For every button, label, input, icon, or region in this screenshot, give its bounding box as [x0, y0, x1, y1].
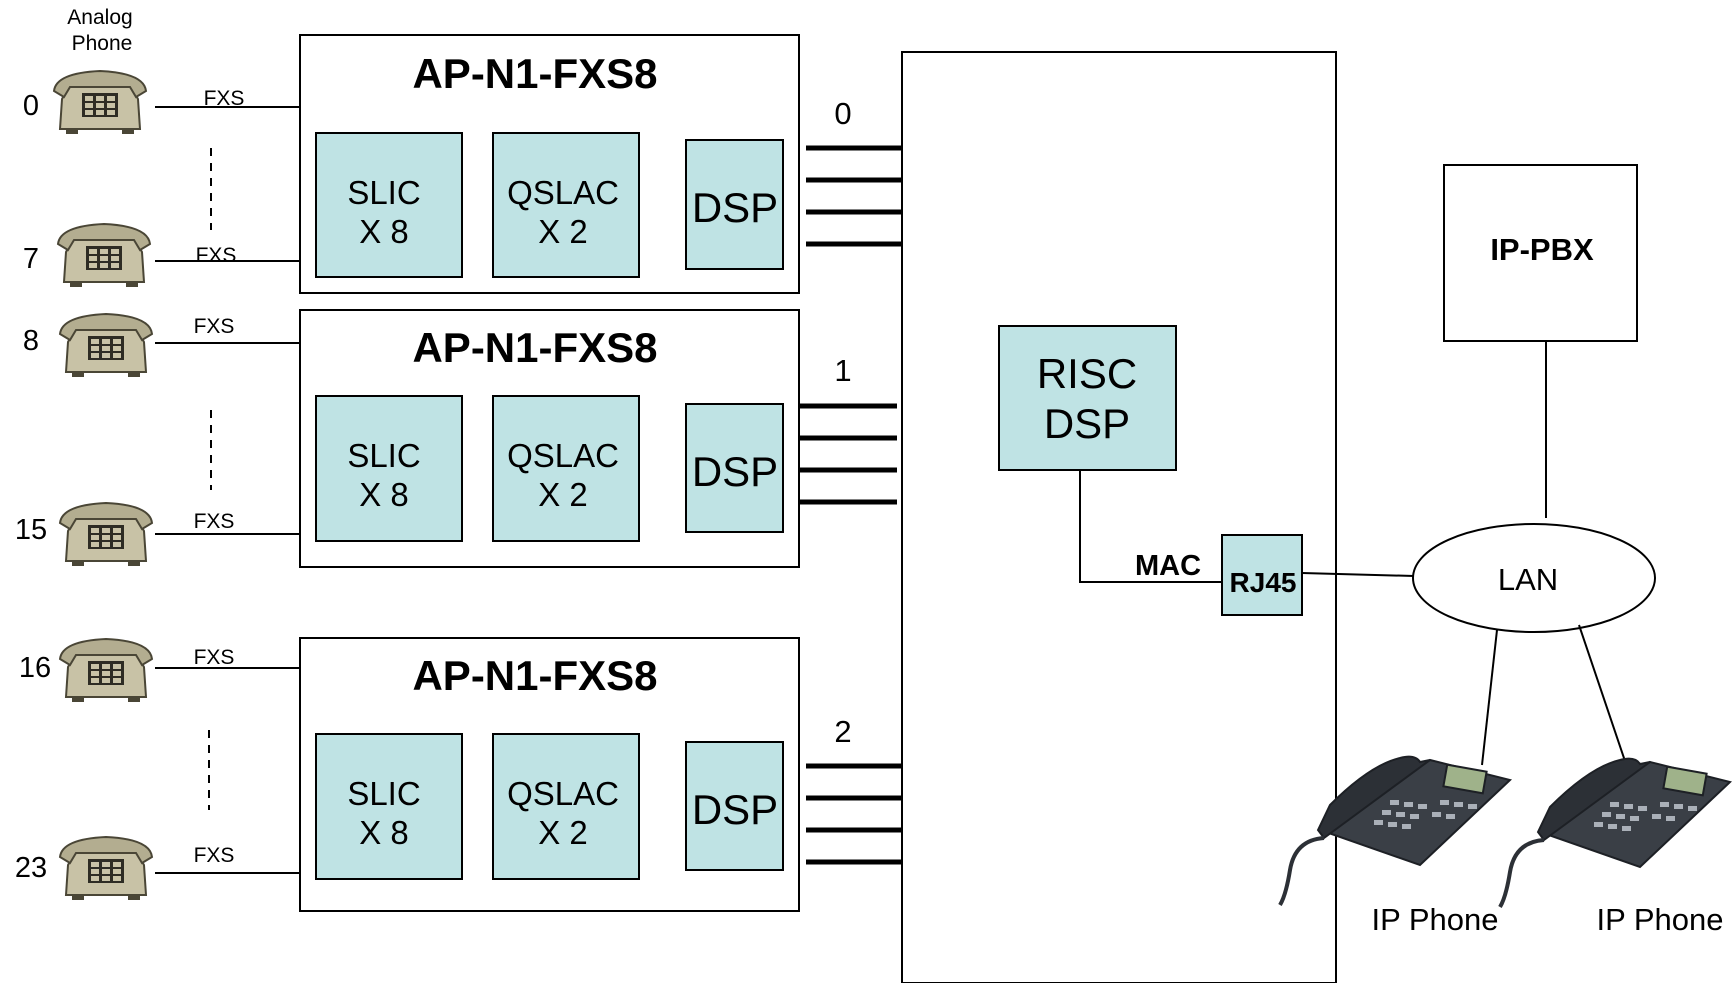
dsp-label: DSP	[1044, 400, 1130, 447]
fxs-label-15: FXS	[194, 510, 235, 533]
rj45-port	[1221, 534, 1303, 616]
module-0-qslac-chip	[492, 132, 640, 278]
module-2-slic-label: SLIC	[347, 775, 420, 812]
module-0-qslac-label: QSLAC	[507, 174, 619, 211]
module-1-slic-count: X 8	[359, 476, 409, 513]
ip-pbx-box	[1443, 164, 1638, 342]
lan-phone-2-line	[1578, 624, 1628, 768]
module-2-qslac-label: QSLAC	[507, 775, 619, 812]
ip-pbx-label: IP-PBX	[1490, 232, 1594, 267]
module-1-dsp-chip	[685, 403, 784, 533]
analog-phone-icon	[59, 836, 153, 901]
module-2-dsp-chip	[685, 741, 784, 871]
rj45-label: RJ45	[1230, 567, 1297, 598]
module-1-slic-label: SLIC	[347, 437, 420, 474]
bus-2-label: 2	[834, 714, 851, 749]
module-1: AP-N1-FXS8 SLIC X 8 QSLAC X 2 DSP 1	[299, 309, 897, 568]
bus-0-label: 0	[834, 96, 851, 131]
analog-phone-label-line1: Analog	[67, 6, 132, 29]
fxs-label-7: FXS	[196, 244, 237, 267]
module-1-slic-chip	[315, 395, 463, 542]
fxs-label-23: FXS	[194, 844, 235, 867]
module-1-qslac-label: QSLAC	[507, 437, 619, 474]
module-2-slic-chip	[315, 733, 463, 880]
module-0-qslac-count: X 2	[538, 213, 588, 250]
module-0-slic-chip	[315, 132, 463, 278]
module-1-dsp-label: DSP	[692, 448, 778, 495]
module-1-qslac-chip	[492, 395, 640, 542]
module-2-title: AP-N1-FXS8	[412, 652, 657, 699]
fxs-label-8: FXS	[194, 315, 235, 338]
lan-label: LAN	[1498, 562, 1558, 597]
analog-phone-icon	[53, 70, 147, 135]
mac-label: MAC	[1135, 550, 1201, 582]
module-0-slic-count: X 8	[359, 213, 409, 250]
analog-phone-label-line2: Phone	[72, 32, 133, 55]
bus-1-label: 1	[834, 353, 851, 388]
main-board-box	[901, 51, 1337, 983]
mac-connection	[1079, 470, 1222, 583]
risc-label: RISC	[1037, 350, 1137, 397]
module-0: AP-N1-FXS8 SLIC X 8 QSLAC X 2 DSP 0	[299, 34, 902, 294]
module-2-dsp-label: DSP	[692, 786, 778, 833]
analog-phone-group: 0 FXS 7 FXS 8 FXS 15 FXS 16 FXS 23 FXS	[15, 70, 300, 901]
lan-phone-1-line	[1481, 629, 1498, 766]
module-1-title: AP-N1-FXS8	[412, 324, 657, 371]
risc-dsp-chip	[998, 325, 1177, 471]
network-side: IP-PBX LAN IP Phone IP Phone	[1278, 164, 1732, 937]
module-1-qslac-count: X 2	[538, 476, 588, 513]
phone-number-8: 8	[23, 325, 39, 357]
fxs-label-16: FXS	[194, 646, 235, 669]
analog-phone-icon	[59, 502, 153, 567]
phone-number-16: 16	[19, 652, 51, 684]
analog-phone-icon	[59, 313, 153, 378]
phone-number-23: 23	[15, 852, 47, 884]
module-0-title: AP-N1-FXS8	[412, 50, 657, 97]
ip-phone-2-label: IP Phone	[1597, 902, 1724, 937]
phone-number-7: 7	[23, 243, 39, 275]
module-2: AP-N1-FXS8 SLIC X 8 QSLAC X 2 DSP 2	[299, 637, 902, 912]
phone-number-0: 0	[23, 90, 39, 122]
rj45-lan-line	[1301, 572, 1415, 577]
lan-cloud	[1412, 523, 1656, 633]
module-2-qslac-chip	[492, 733, 640, 880]
module-2-slic-count: X 8	[359, 814, 409, 851]
analog-phone-icon	[57, 223, 151, 288]
phone-number-15: 15	[15, 514, 47, 546]
main-board: RISC DSP MAC RJ45	[901, 51, 1337, 983]
module-0-slic-label: SLIC	[347, 174, 420, 211]
fxs-label-0: FXS	[204, 87, 245, 110]
ip-phone-icon	[1498, 756, 1732, 909]
analog-phone-icon	[59, 638, 153, 703]
module-0-dsp-label: DSP	[692, 184, 778, 231]
module-2-qslac-count: X 2	[538, 814, 588, 851]
ip-phone-1-label: IP Phone	[1372, 902, 1499, 937]
module-0-dsp-chip	[685, 139, 784, 270]
